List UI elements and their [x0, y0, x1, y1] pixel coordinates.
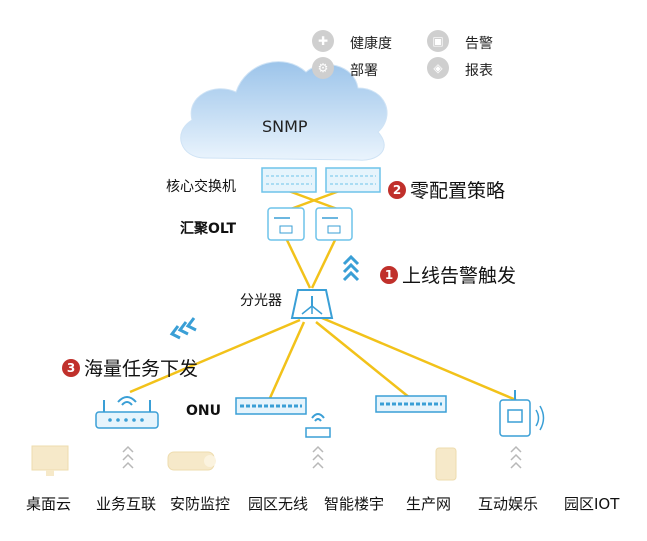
- step-3-text: 海量任务下发: [84, 358, 199, 380]
- cloud-label: SNMP: [262, 117, 308, 136]
- scene-camera-icon: [167, 451, 216, 471]
- olt-right: [315, 207, 353, 241]
- scenario-production-network: 生产网: [406, 495, 452, 513]
- downward-arrows-icon: [169, 317, 197, 340]
- step-zero-config: 2 零配置策略: [388, 176, 505, 203]
- step-online-alarm: 1 上线告警触发: [380, 261, 516, 288]
- tool-health: 健康度: [350, 36, 392, 52]
- tool-report: 报表: [465, 63, 493, 79]
- scenario-campus-iot: 园区IOT: [564, 495, 620, 513]
- splitter-label: 分光器: [240, 293, 282, 309]
- tool-alarm: 告警: [465, 36, 493, 52]
- onu-switch: [235, 397, 307, 415]
- scenario-security-monitoring: 安防监控: [170, 495, 231, 513]
- step-mass-tasks: 3 海量任务下发: [62, 354, 198, 381]
- scenario-desktop-cloud: 桌面云: [26, 495, 72, 513]
- scenario-interactive-entertainment: 互动娱乐: [478, 495, 539, 513]
- shield-icon: ◈: [427, 57, 449, 79]
- onu-label: ONU: [186, 403, 221, 419]
- step-1-badge: 1: [380, 265, 398, 284]
- upward-arrows-icon: [342, 254, 360, 282]
- core-switch-right: [325, 167, 381, 193]
- chevron-up-icon: [122, 445, 522, 469]
- scenario-business-interconnect: 业务互联: [96, 495, 157, 513]
- links: [129, 188, 517, 402]
- olt-left: [267, 207, 305, 241]
- step-2-text: 零配置策略: [410, 180, 506, 202]
- step-2-badge: 2: [388, 180, 406, 199]
- core-switch-left: [261, 167, 317, 193]
- scene-desktop-icon: [31, 445, 69, 476]
- onu-switch-2: [375, 395, 447, 413]
- scenario-smart-building: 智能楼宇: [324, 495, 385, 513]
- step-1-text: 上线告警触发: [402, 265, 517, 287]
- snmp-cloud: [180, 61, 388, 161]
- onu-iot-device: [499, 390, 545, 437]
- onu-router: [95, 396, 159, 429]
- scenario-campus-wireless: 园区无线: [248, 495, 309, 513]
- scene-phone-icon: [435, 447, 457, 481]
- splitter-device: [290, 289, 334, 319]
- olt-label: 汇聚OLT: [180, 221, 237, 237]
- heartbeat-icon: ✚: [312, 30, 334, 52]
- core-switch-label: 核心交换机: [166, 179, 236, 195]
- wifi-ap: [305, 413, 331, 438]
- tool-deploy: 部署: [350, 63, 378, 79]
- gear-icon: ⚙: [312, 57, 334, 79]
- step-3-badge: 3: [62, 358, 80, 377]
- alarm-icon: ▣: [427, 30, 449, 52]
